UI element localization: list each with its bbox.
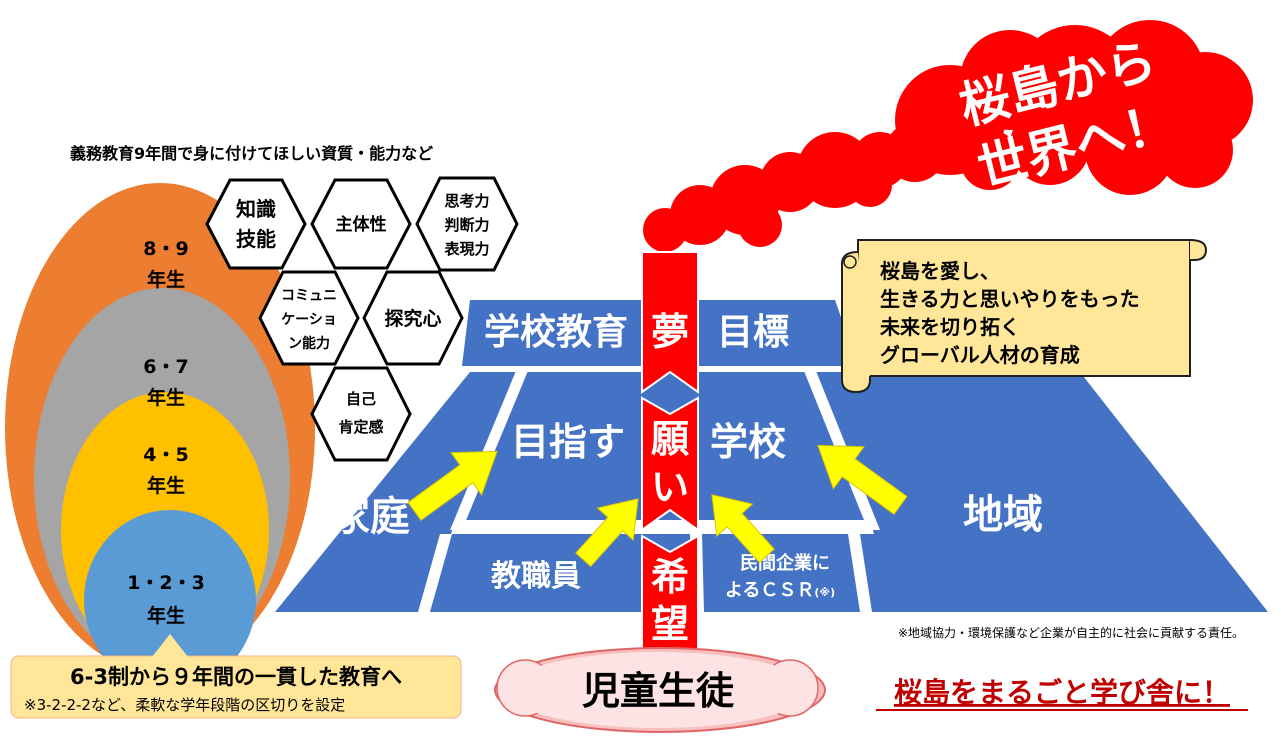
hex-knowledge-line1: 知識: [236, 197, 276, 221]
scroll-line-2: 生きる力と思いやりをもった: [880, 287, 1140, 311]
grade-6-7-line1: 6・7: [143, 356, 188, 378]
hex-self-esteem-line1: 自己: [346, 390, 376, 408]
arrow-company: [711, 494, 775, 564]
goal-right-label: 目標: [717, 312, 789, 353]
grade-4-5-line1: 4・5: [143, 444, 188, 466]
smoke-cloud: [643, 20, 1253, 252]
pillar-char-dream: 夢: [651, 310, 689, 354]
hex-knowledge-line2: 技能: [236, 227, 276, 251]
banner-title: 6-3制から９年間の一貫した教育へ: [70, 665, 402, 689]
grade-8-9-line1: 8・9: [143, 238, 188, 260]
scroll-line-3: 未来を切り拓く: [880, 315, 1020, 339]
hex-self-esteem-line2: 肯定感: [338, 418, 383, 436]
hexagon-communication: [258, 270, 360, 366]
hex-inquiry-line1: 探究心: [384, 307, 441, 330]
csr-footnote: ※地域協力・環境保護など企業が自主的に社会に貢献する責任。: [898, 625, 1244, 640]
company-note-mark: (※): [814, 586, 835, 599]
banner-note: ※3-2-2-2など、柔軟な学年段階の区切りを設定: [24, 696, 345, 714]
grade-6-7-line2: 年生: [147, 386, 185, 409]
red-pillar: [641, 251, 699, 670]
family-label: 家庭: [330, 494, 410, 540]
goal-label: 学校教育: [484, 311, 628, 353]
pillar-char-wish-2: い: [651, 465, 689, 509]
scroll-line-4: グローバル人材の育成: [880, 343, 1080, 367]
hex-communication-line1: コミュニ: [281, 288, 337, 304]
pillar-char-hope-1: 希: [651, 555, 689, 599]
hex-communication-line2: ケーショ: [281, 312, 337, 328]
qualities-heading: 義務教育9年間で身に付けてほしい資質・能力など: [70, 144, 433, 163]
students-label: 児童生徒: [582, 669, 735, 713]
grade-4-5-line2: 年生: [147, 474, 185, 497]
hexagon-thinking: [415, 176, 519, 272]
pillar-char-hope-2: 望: [651, 602, 689, 646]
staff-label: 教職員: [491, 559, 581, 594]
hex-thinking-line3: 表現力: [444, 240, 489, 258]
hex-thinking-line2: 判断力: [444, 216, 489, 234]
grade-8-9-line2: 年生: [147, 268, 185, 291]
grade-oval-1-3: [84, 510, 256, 690]
company-label-line2: よるＣＳＲ(※): [725, 580, 835, 601]
aim-right-label: 学校: [710, 420, 786, 464]
scroll-line-1: 桜島を愛し、: [880, 259, 1000, 283]
grade-1-3-line1: 1・2・3: [127, 572, 205, 594]
hexagon-self-esteem: [310, 366, 412, 462]
hexagon-initiative: [310, 178, 412, 270]
arrow-family: [407, 450, 498, 521]
hex-communication-line3: ン能力: [288, 335, 330, 352]
arrow-region: [817, 444, 908, 515]
aim-label: 目指す: [511, 420, 625, 464]
vision-scroll: [841, 239, 1208, 394]
students-cloud-core: [506, 652, 810, 728]
hexagon-knowledge: [205, 178, 307, 270]
region-label: 地域: [963, 492, 1043, 538]
company-label-csr: よるＣＳＲ: [725, 580, 814, 601]
hexagon-inquiry: [362, 270, 464, 366]
grade-ovals: [5, 183, 315, 690]
hex-thinking-line1: 思考力: [444, 192, 489, 210]
hex-initiative-line1: 主体性: [336, 214, 387, 235]
slogan: 桜島をまるごと学び舎に！: [894, 676, 1230, 709]
grade-1-3-line2: 年生: [147, 604, 185, 627]
pillar-char-wish-1: 願: [651, 417, 689, 461]
integrated-education-banner: [10, 634, 462, 719]
arrow-staff: [575, 498, 639, 568]
